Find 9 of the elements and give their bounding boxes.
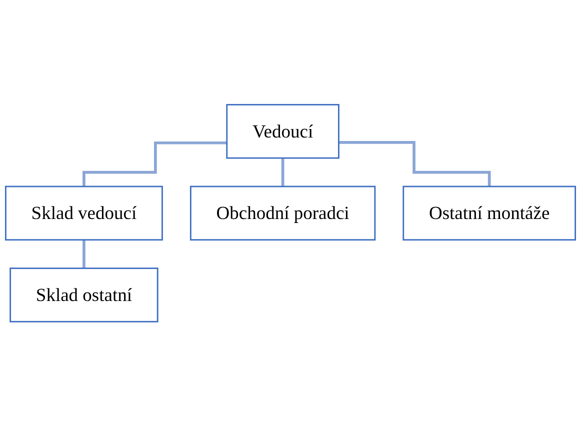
node-box: Obchodní poradci — [190, 186, 376, 241]
node-box: Sklad ostatní — [10, 268, 158, 323]
connector — [82, 142, 227, 188]
connector — [338, 141, 491, 188]
node-box: Ostatní montáže — [402, 186, 576, 241]
node-box: Vedoucí — [226, 104, 340, 160]
node-box: Sklad vedoucí — [4, 186, 163, 241]
connector — [82, 238, 86, 270]
connector — [281, 156, 284, 188]
